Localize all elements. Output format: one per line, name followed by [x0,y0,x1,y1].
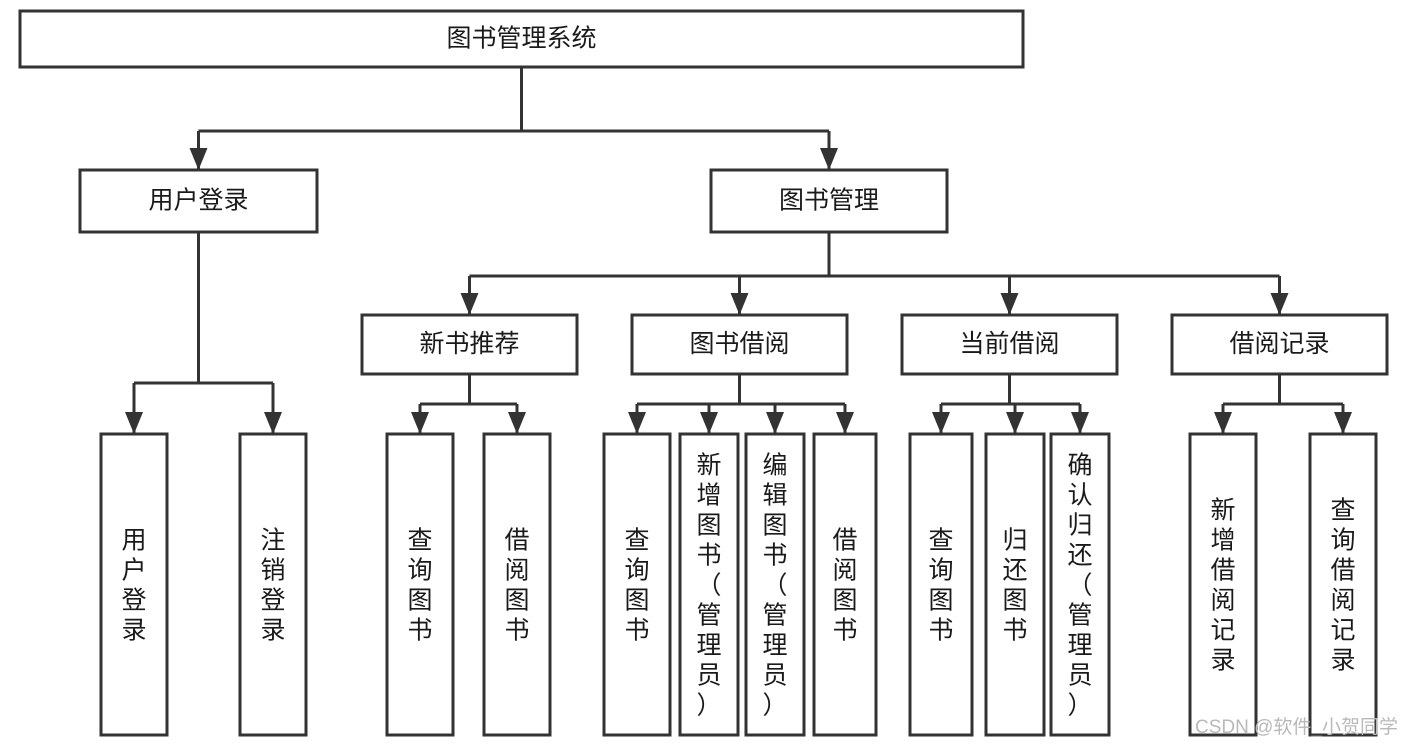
node-leaf-0[interactable]: 用户登录 [99,432,169,737]
node-box[interactable] [709,168,949,234]
arrow-head-icon [1000,293,1019,315]
node-label: 借阅记录 [1229,330,1329,358]
node-leaf-1[interactable]: 注销登录 [238,432,308,737]
arrow-head-icon [1071,412,1089,434]
node-box[interactable] [984,432,1046,737]
node-box[interactable] [18,9,1025,69]
node-box[interactable] [630,313,849,376]
node-box[interactable] [900,313,1119,376]
arrow-head-icon [508,412,526,434]
node-leaf-2[interactable]: 查询图书 [385,432,455,737]
arrow-head-icon [411,412,429,434]
node-label: 编辑图书（管理员） [762,452,787,720]
node-level3-3[interactable]: 借阅记录 [1170,313,1389,376]
node-label: 查询图书 [928,527,953,645]
node-box[interactable] [482,432,552,737]
node-label: 用户登录 [121,527,146,645]
node-label: 借阅图书 [832,527,857,645]
node-level3-2[interactable]: 当前借阅 [900,313,1119,376]
arrow-head-icon [460,293,479,315]
node-leaf-8[interactable]: 查询图书 [908,432,974,737]
node-boxes-layer: 图书管理系统用户登录图书管理新书推荐图书借阅当前借阅借阅记录用户登录注销登录查询… [18,9,1389,737]
node-label: 图书管理 [779,187,879,215]
node-box[interactable] [908,432,974,737]
node-label: 图书借阅 [689,330,789,358]
node-box[interactable] [678,432,740,737]
node-leaf-7[interactable]: 借阅图书 [812,432,878,737]
arrow-head-icon [932,412,950,434]
node-box[interactable] [812,432,878,737]
node-box[interactable] [1188,432,1258,737]
node-box[interactable] [1049,432,1111,737]
node-leaf-3[interactable]: 借阅图书 [482,432,552,737]
node-label: 图书管理系统 [446,25,596,53]
node-level2-0[interactable]: 用户登录 [78,168,319,234]
node-box[interactable] [1308,432,1378,737]
node-leaf-10[interactable]: 确认归还（管理员） [1049,432,1111,737]
node-box[interactable] [1170,313,1389,376]
node-label: 注销登录 [260,527,285,645]
connector-edges-layer [125,67,1352,434]
node-box[interactable] [744,432,806,737]
arrow-head-icon [125,412,143,434]
arrow-head-icon [264,412,282,434]
arrow-head-icon [836,412,854,434]
node-leaf-9[interactable]: 归还图书 [984,432,1046,737]
node-box[interactable] [360,313,579,376]
arrow-head-icon [1334,412,1352,434]
node-leaf-12[interactable]: 查询借阅记录 [1308,432,1378,737]
arrow-head-icon [189,148,208,170]
arrow-head-icon [766,412,784,434]
node-level2-1[interactable]: 图书管理 [709,168,949,234]
node-leaf-4[interactable]: 查询图书 [602,432,672,737]
node-label: 新增借阅记录 [1210,497,1235,675]
node-level3-1[interactable]: 图书借阅 [630,313,849,376]
node-root-0[interactable]: 图书管理系统 [18,9,1025,69]
node-label: 当前借阅 [959,330,1059,358]
arrow-head-icon [820,148,838,170]
node-leaf-5[interactable]: 新增图书（管理员） [678,432,740,737]
node-box[interactable] [99,432,169,737]
node-leaf-6[interactable]: 编辑图书（管理员） [744,432,806,737]
node-box[interactable] [385,432,455,737]
arrow-head-icon [1270,293,1289,315]
arrow-head-icon [1214,412,1232,434]
node-box[interactable] [78,168,319,234]
arrow-head-icon [730,293,749,315]
arrow-head-icon [700,412,718,434]
node-label: 确认归还（管理员） [1067,452,1092,720]
node-box[interactable] [602,432,672,737]
node-label: 新增图书（管理员） [696,452,721,720]
node-level3-0[interactable]: 新书推荐 [360,313,579,376]
node-label: 用户登录 [148,187,248,215]
node-label: 借阅图书 [504,527,529,645]
node-box[interactable] [238,432,308,737]
node-label: 新书推荐 [419,330,519,358]
node-label: 归还图书 [1002,527,1027,645]
node-leaf-11[interactable]: 新增借阅记录 [1188,432,1258,737]
arrow-head-icon [628,412,646,434]
node-label: 查询借阅记录 [1330,497,1355,675]
node-label: 查询图书 [624,527,649,645]
arrow-head-icon [1006,412,1024,434]
csdn-watermark: CSDN @软件_小贺同学 [1195,716,1398,738]
node-label: 查询图书 [407,527,432,645]
